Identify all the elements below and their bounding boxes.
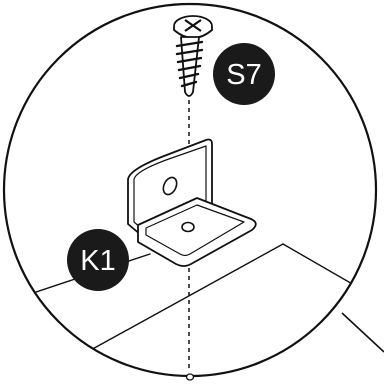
bracket-callout-badge: K1 (67, 229, 129, 291)
pilot-hole (185, 373, 195, 381)
screw-icon (173, 15, 213, 97)
screw-callout-label: S7 (226, 59, 261, 91)
screw-callout-badge: S7 (213, 43, 275, 105)
angle-bracket-icon (127, 138, 257, 267)
bracket-callout-label: K1 (80, 245, 115, 277)
leader-line (341, 312, 384, 353)
